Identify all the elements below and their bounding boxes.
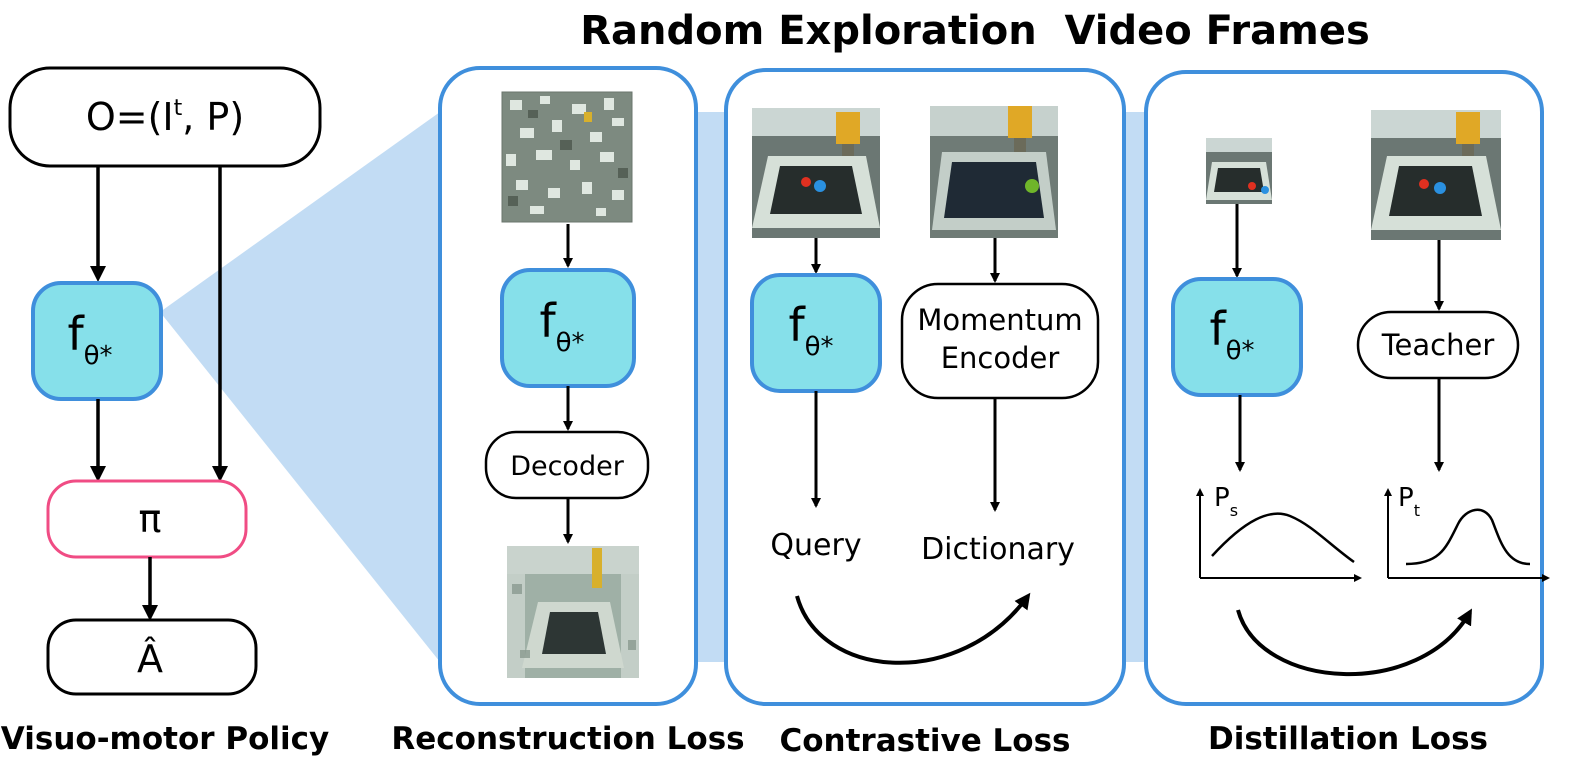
pi-box [46,479,248,559]
ps-label: Ps [1214,483,1238,520]
contrastive-panel: fθ* Query Momentum Encoder Dictionary Co… [724,68,1126,759]
distill-encoder-box [1171,277,1303,397]
reconstructed-frame-image [507,546,639,678]
contrastive-curved-arrow [795,592,1031,665]
contrastive-encoder-label: fθ* [788,298,833,362]
student-frame-image [1206,138,1272,204]
momentum-label-line2: Encoder [941,341,1060,375]
reconstruction-panel: fθ* Decoder Reconstruction Loss [391,66,745,757]
policy-encoder-label: fθ* [67,307,112,371]
policy-section: O=(It, P) fθ* π Â Visuo-motor Policy [1,66,329,757]
action-box [46,618,258,696]
reconstruction-caption: Reconstruction Loss [391,721,744,757]
contrastive-caption: Contrastive Loss [779,723,1070,759]
query-frame-image [752,108,880,238]
distill-encoder-label: fθ* [1209,302,1254,366]
momentum-encoder-box [900,282,1100,400]
teacher-frame-image [1371,110,1501,240]
pi-label: π [139,497,162,541]
dictionary-label: Dictionary [921,532,1075,567]
figure-title: Random Exploration Video Frames [580,8,1370,54]
teacher-label: Teacher [1381,328,1495,362]
distillation-curved-arrow [1236,608,1472,677]
distillation-caption: Distillation Loss [1208,721,1488,757]
pt-distribution-plot: Pt [1384,483,1550,582]
distillation-panel: fθ* Teacher Ps Pt [1144,70,1550,757]
key-frame-image [930,106,1058,238]
momentum-label-line1: Momentum [917,303,1082,337]
observation-label: O=(It, P) [86,95,244,139]
recon-encoder-label: fθ* [539,294,584,358]
masked-frame-image [501,91,633,223]
pt-label: Pt [1398,483,1420,520]
observation-box [8,66,322,168]
policy-caption: Visuo-motor Policy [1,721,329,757]
ps-distribution-plot: Ps [1196,483,1362,582]
decoder-label: Decoder [510,451,625,482]
query-label: Query [770,528,861,563]
action-label: Â [137,637,163,681]
